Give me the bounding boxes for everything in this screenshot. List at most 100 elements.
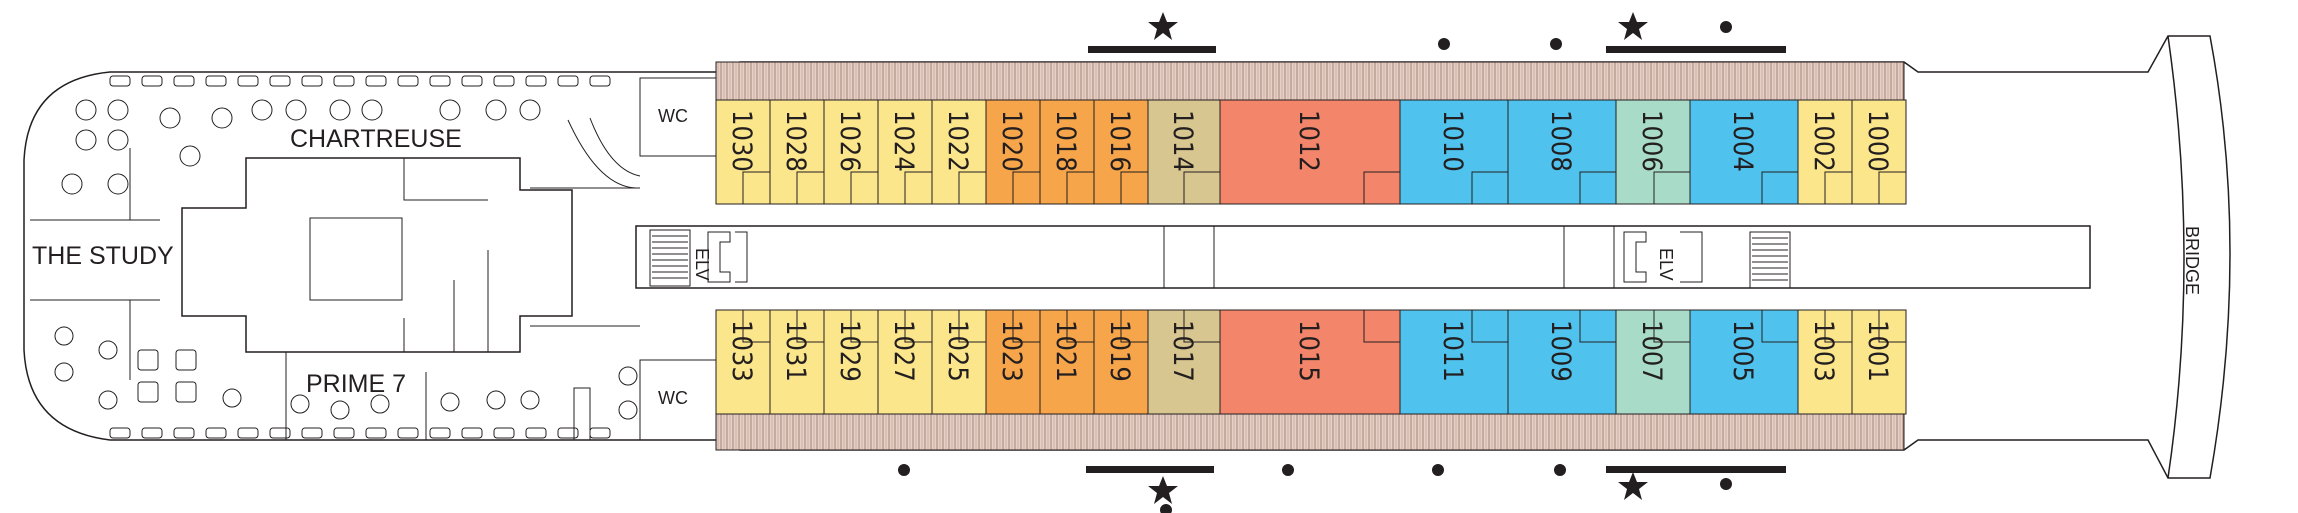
sofa-icon: [141, 75, 163, 87]
bar-icon: [1086, 466, 1214, 473]
cabin-1016[interactable]: 1016: [1093, 99, 1149, 205]
cabin-number: 1011: [1437, 320, 1468, 382]
sofa-icon: [301, 75, 323, 87]
sofa-icon: [493, 75, 515, 87]
cabin-number: 1021: [1050, 320, 1081, 382]
cabin-1024[interactable]: 1024: [877, 99, 933, 205]
dot-icon: [1432, 464, 1444, 476]
cabin-number: 1000: [1862, 110, 1893, 172]
cabin-number: 1018: [1050, 110, 1081, 172]
cabin-1030[interactable]: 1030: [715, 99, 771, 205]
sofa-icon: [461, 75, 483, 87]
cabin-shape: [1507, 309, 1617, 415]
dining-table-icon: [175, 381, 197, 403]
dot-icon: [898, 464, 910, 476]
cabin-1023[interactable]: 1023: [985, 309, 1041, 415]
markers: [898, 12, 1786, 513]
cabin-number: 1017: [1167, 320, 1198, 382]
cabin-1001[interactable]: 1001: [1851, 309, 1907, 415]
sofa-icon: [173, 427, 195, 439]
cabin-1005[interactable]: 1005: [1689, 309, 1799, 415]
furniture: [54, 75, 638, 439]
venue-the-study: THE STUDY: [32, 242, 174, 270]
sofa-icon: [493, 427, 515, 439]
sofa-icon: [141, 427, 163, 439]
sofa-icon: [557, 75, 579, 87]
cabin-number: 1003: [1808, 320, 1839, 382]
cabin-1028[interactable]: 1028: [769, 99, 825, 205]
table-icon: [285, 99, 307, 121]
cabin-number: 1029: [834, 320, 865, 382]
cabin-number: 1020: [996, 110, 1027, 172]
dot-icon: [1438, 38, 1450, 50]
table-icon: [330, 400, 350, 420]
cabin-number: 1031: [780, 320, 811, 382]
wc-bottom: [639, 359, 717, 441]
cabin-1021[interactable]: 1021: [1039, 309, 1095, 415]
bar-icon: [1606, 46, 1786, 53]
cabin-number: 1012: [1293, 110, 1324, 172]
cabin-1010[interactable]: 1010: [1399, 99, 1509, 205]
deck-bottom: [715, 411, 1905, 451]
cabin-1009[interactable]: 1009: [1507, 309, 1617, 415]
cabin-1012[interactable]: 1012: [1219, 99, 1401, 205]
cabin-number: 1002: [1808, 110, 1839, 172]
table-icon: [107, 129, 129, 151]
cabin-shape: [1507, 99, 1617, 205]
cabin-1002[interactable]: 1002: [1797, 99, 1853, 205]
sofa-icon: [429, 427, 451, 439]
table-icon: [54, 326, 74, 346]
cabin-1004[interactable]: 1004: [1689, 99, 1799, 205]
cabin-1026[interactable]: 1026: [823, 99, 879, 205]
cabin-1022[interactable]: 1022: [931, 99, 987, 205]
hull-outline: [23, 35, 2231, 479]
dining-table-icon: [175, 349, 197, 371]
dining-table-icon: [137, 381, 159, 403]
table-icon: [618, 366, 638, 386]
table-icon: [75, 129, 97, 151]
cabin-1014[interactable]: 1014: [1147, 99, 1221, 205]
sofa-icon: [461, 427, 483, 439]
cabin-1031[interactable]: 1031: [769, 309, 825, 415]
cabin-1000[interactable]: 1000: [1851, 99, 1907, 205]
sofa-icon: [269, 427, 291, 439]
cabin-1018[interactable]: 1018: [1039, 99, 1095, 205]
table-icon: [618, 400, 638, 420]
cabin-1019[interactable]: 1019: [1093, 309, 1149, 415]
cabin-1007[interactable]: 1007: [1615, 309, 1691, 415]
table-icon: [251, 99, 273, 121]
cabin-1003[interactable]: 1003: [1797, 309, 1853, 415]
sofa-icon: [397, 75, 419, 87]
cabin-1015[interactable]: 1015: [1219, 309, 1401, 415]
restaurant-walls: [181, 157, 573, 353]
star-icon: [1148, 12, 1178, 40]
cabin-1025[interactable]: 1025: [931, 309, 987, 415]
cabin-number: 1027: [888, 320, 919, 382]
cabin-1027[interactable]: 1027: [877, 309, 933, 415]
cabin-1017[interactable]: 1017: [1147, 309, 1221, 415]
bar-icon: [1088, 46, 1216, 53]
table-icon: [222, 388, 242, 408]
table-icon: [439, 99, 461, 121]
table-icon: [211, 107, 233, 129]
star-icon: [1618, 472, 1648, 500]
table-icon: [440, 392, 460, 412]
sofa-icon: [557, 427, 579, 439]
cabin-bathroom: [1878, 309, 1907, 343]
wc-top-label: WC: [658, 106, 688, 126]
cabin-1033[interactable]: 1033: [715, 309, 771, 415]
cabin-1008[interactable]: 1008: [1507, 99, 1617, 205]
sofa-icon: [333, 75, 355, 87]
sofa-icon: [429, 75, 451, 87]
cabin-1011[interactable]: 1011: [1399, 309, 1509, 415]
cabin-number: 1030: [726, 110, 757, 172]
cabin-number: 1023: [996, 320, 1027, 382]
cabin-1006[interactable]: 1006: [1615, 99, 1691, 205]
cabin-1020[interactable]: 1020: [985, 99, 1041, 205]
cabin-number: 1028: [780, 110, 811, 172]
cabin-1029[interactable]: 1029: [823, 309, 879, 415]
dot-icon: [1160, 504, 1172, 513]
cabin-number: 1007: [1636, 320, 1667, 382]
sofa-icon: [589, 75, 611, 87]
sofa-icon: [365, 75, 387, 87]
